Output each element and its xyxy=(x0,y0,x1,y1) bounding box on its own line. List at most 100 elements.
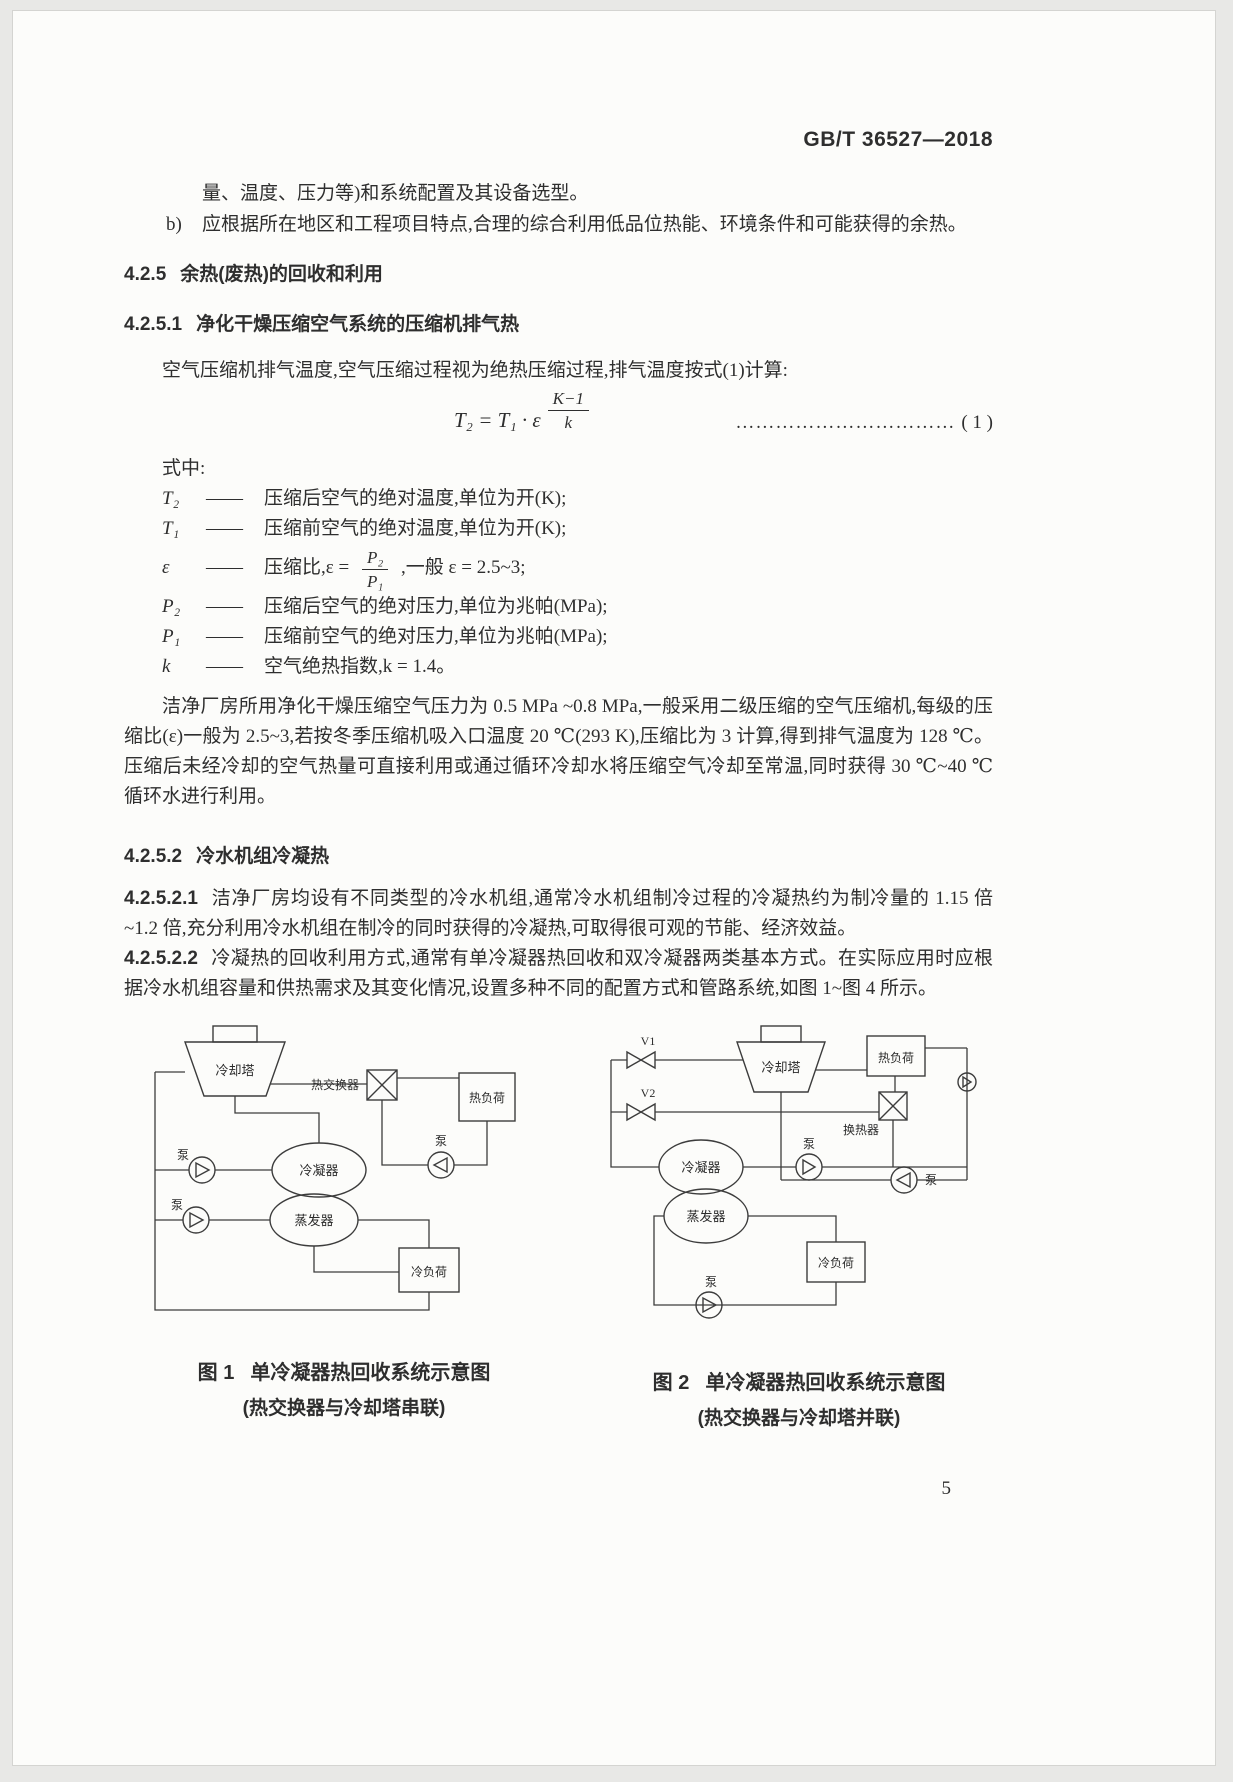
page-number: 5 xyxy=(941,1478,952,1499)
definition-text: 压缩比,ε = P₂ P₁ ,一般 ε = 2.5~3; xyxy=(264,547,993,590)
definition-dash: —— xyxy=(206,557,243,578)
pump-label: 泵 xyxy=(705,1275,717,1289)
definition-row-p1: P₁ —— 压缩前空气的绝对压力,单位为兆帕(MPa); xyxy=(124,622,993,652)
heat-exchanger-label: 热交换器 xyxy=(311,1077,359,1092)
definition-symbol: k xyxy=(162,656,171,677)
figure1-caption-label: 图 1 xyxy=(197,1362,235,1384)
figure2-pipes xyxy=(610,1047,968,1306)
formula-exponent-denominator: k xyxy=(564,413,573,432)
pump: 泵 xyxy=(171,1198,210,1234)
pump xyxy=(957,1072,977,1092)
evaporator-label: 蒸发器 xyxy=(686,1209,725,1224)
definition-row-k: k —— 空气绝热指数,k = 1.4。 xyxy=(124,652,993,682)
figure2-caption-label: 图 2 xyxy=(652,1372,690,1394)
valve-v2-label: V2 xyxy=(641,1086,656,1100)
cooling-load-label: 冷负荷 xyxy=(411,1265,447,1279)
cooling-tower: 冷却塔 xyxy=(184,1025,286,1097)
pressure-ratio-denominator: P₁ xyxy=(366,571,384,591)
list-item-b: b) 应根据所在地区和工程项目特点,合理的综合利用低品位热能、环境条件和可能获得… xyxy=(124,210,993,240)
figure1-caption: 图 1 单冷凝器热回收系统示意图 xyxy=(139,1360,549,1386)
formula-intro-paragraph: 空气压缩机排气温度,空气压缩过程视为绝热压缩过程,排气温度按式(1)计算: xyxy=(162,360,788,381)
figure-2: V1 V2 冷却塔 xyxy=(599,1020,999,1434)
heat-load-label: 热负荷 xyxy=(878,1051,914,1065)
definition-row-epsilon: ε —— 压缩比,ε = P₂ P₁ ,一般 ε = 2.5~3; xyxy=(124,544,993,592)
figure1-caption-title: 单冷凝器热回收系统示意图 xyxy=(250,1362,491,1384)
cooling-load: 冷负荷 xyxy=(806,1241,866,1283)
condenser: 冷凝器 xyxy=(271,1142,367,1198)
pump-label: 泵 xyxy=(925,1173,937,1187)
definition-text: 压缩后空气的绝对压力,单位为兆帕(MPa); xyxy=(264,596,608,617)
definition-dash: —— xyxy=(206,626,243,647)
formula-lhs: T₂ = T₁ · ε xyxy=(454,407,541,432)
figure1-subcaption: (热交换器与冷却塔串联) xyxy=(242,1398,446,1419)
heat-exchanger: 热交换器 xyxy=(311,1069,398,1101)
list-item-b-label: b) xyxy=(166,214,182,235)
document-page: GB/T 36527—2018 量、温度、压力等)和系统配置及其设备选型。 b)… xyxy=(12,10,1216,1766)
pump-label: 泵 xyxy=(177,1148,189,1162)
definition-dash: —— xyxy=(206,596,243,617)
where-label: 式中: xyxy=(162,458,206,479)
figure-1: 冷却塔 热交换器 热负荷 xyxy=(139,1020,549,1434)
formula-exponent-fraction: K−1 k xyxy=(547,388,589,432)
figure1-pipes xyxy=(154,1071,488,1311)
valve-v2: V2 xyxy=(626,1086,656,1122)
definition-epsilon-pre: 压缩比,ε = xyxy=(264,556,350,578)
definition-text: 空气绝热指数,k = 1.4。 xyxy=(264,656,456,677)
pump-label: 泵 xyxy=(435,1134,447,1148)
paragraph-number: 4.2.5.2.1 xyxy=(124,888,198,909)
formula-1: T₂ = T₁ · ε K−1 k …………………………… ( 1 ) xyxy=(124,390,993,452)
cooling-load: 冷负荷 xyxy=(398,1247,460,1293)
pump: 泵 xyxy=(795,1137,823,1181)
paragraph-4-2-5-1: 洁净厂房所用净化干燥压缩空气压力为 0.5 MPa ~0.8 MPa,一般采用二… xyxy=(124,696,993,807)
list-item-b-text: 应根据所在地区和工程项目特点,合理的综合利用低品位热能、环境条件和可能获得的余热… xyxy=(202,214,967,235)
definition-dash: —— xyxy=(206,656,243,677)
pressure-ratio-fraction: P₂ P₁ xyxy=(361,547,389,591)
figure1-diagram: 冷却塔 热交换器 热负荷 xyxy=(154,1025,516,1311)
formula-number: ( 1 ) xyxy=(961,412,993,433)
evaporator: 蒸发器 xyxy=(269,1193,359,1247)
heat-load: 热负荷 xyxy=(458,1072,516,1122)
pump: 泵 xyxy=(177,1148,216,1184)
cooling-tower: 冷却塔 xyxy=(736,1025,826,1093)
cooling-load-label: 冷负荷 xyxy=(818,1256,854,1270)
cooling-tower-label: 冷却塔 xyxy=(215,1063,254,1078)
definition-symbol: T₁ xyxy=(162,518,180,539)
figure2-diagram: V1 V2 冷却塔 xyxy=(610,1025,977,1319)
figure2-caption: 图 2 单冷凝器热回收系统示意图 xyxy=(599,1370,999,1396)
heat-load: 热负荷 xyxy=(866,1035,926,1077)
definition-text: 压缩前空气的绝对压力,单位为兆帕(MPa); xyxy=(264,626,608,647)
figures-row: 冷却塔 热交换器 热负荷 xyxy=(124,1020,993,1434)
definition-row-t2: T₂ —— 压缩后空气的绝对温度,单位为开(K); xyxy=(124,484,993,514)
heat-load-label: 热负荷 xyxy=(469,1091,505,1105)
paragraph-number: 4.2.5.2.2 xyxy=(124,948,198,969)
figure2-subcaption: (热交换器与冷却塔并联) xyxy=(697,1408,901,1429)
pump-label: 泵 xyxy=(171,1198,183,1212)
paragraph-text: 洁净厂房均设有不同类型的冷水机组,通常冷水机组制冷过程的冷凝热约为制冷量的 1.… xyxy=(124,888,993,939)
doc-number: GB/T 36527—2018 xyxy=(803,128,993,151)
formula-leader: …………………………… ( 1 ) xyxy=(735,408,993,438)
condenser-label: 冷凝器 xyxy=(681,1160,720,1175)
evaporator: 蒸发器 xyxy=(663,1188,749,1244)
definition-text: 压缩后空气的绝对温度,单位为开(K); xyxy=(264,488,567,509)
condenser-label: 冷凝器 xyxy=(299,1163,338,1178)
section-number: 4.2.5.1 xyxy=(124,314,183,335)
section-title: 冷水机组冷凝热 xyxy=(196,846,330,867)
definition-dash: —— xyxy=(206,518,243,539)
evaporator-label: 蒸发器 xyxy=(294,1213,333,1228)
pump: 泵 xyxy=(427,1134,455,1179)
page-content: GB/T 36527—2018 量、温度、压力等)和系统配置及其设备选型。 b)… xyxy=(13,127,1215,1504)
figure2-caption-title: 单冷凝器热回收系统示意图 xyxy=(705,1372,946,1394)
pump: 泵 xyxy=(890,1166,937,1194)
formula-expression: T₂ = T₁ · ε K−1 k xyxy=(454,390,589,441)
definition-symbol: T₂ xyxy=(162,488,180,509)
heat-exchanger-label: 换热器 xyxy=(843,1123,879,1137)
paragraph-text: 冷凝热的回收利用方式,通常有单冷凝器热回收和双冷凝器两类基本方式。在实际应用时应… xyxy=(124,948,993,999)
heat-exchanger: 换热器 xyxy=(843,1091,908,1137)
section-number: 4.2.5.2 xyxy=(124,846,183,867)
definition-row-p2: P₂ —— 压缩后空气的绝对压力,单位为兆帕(MPa); xyxy=(124,592,993,622)
